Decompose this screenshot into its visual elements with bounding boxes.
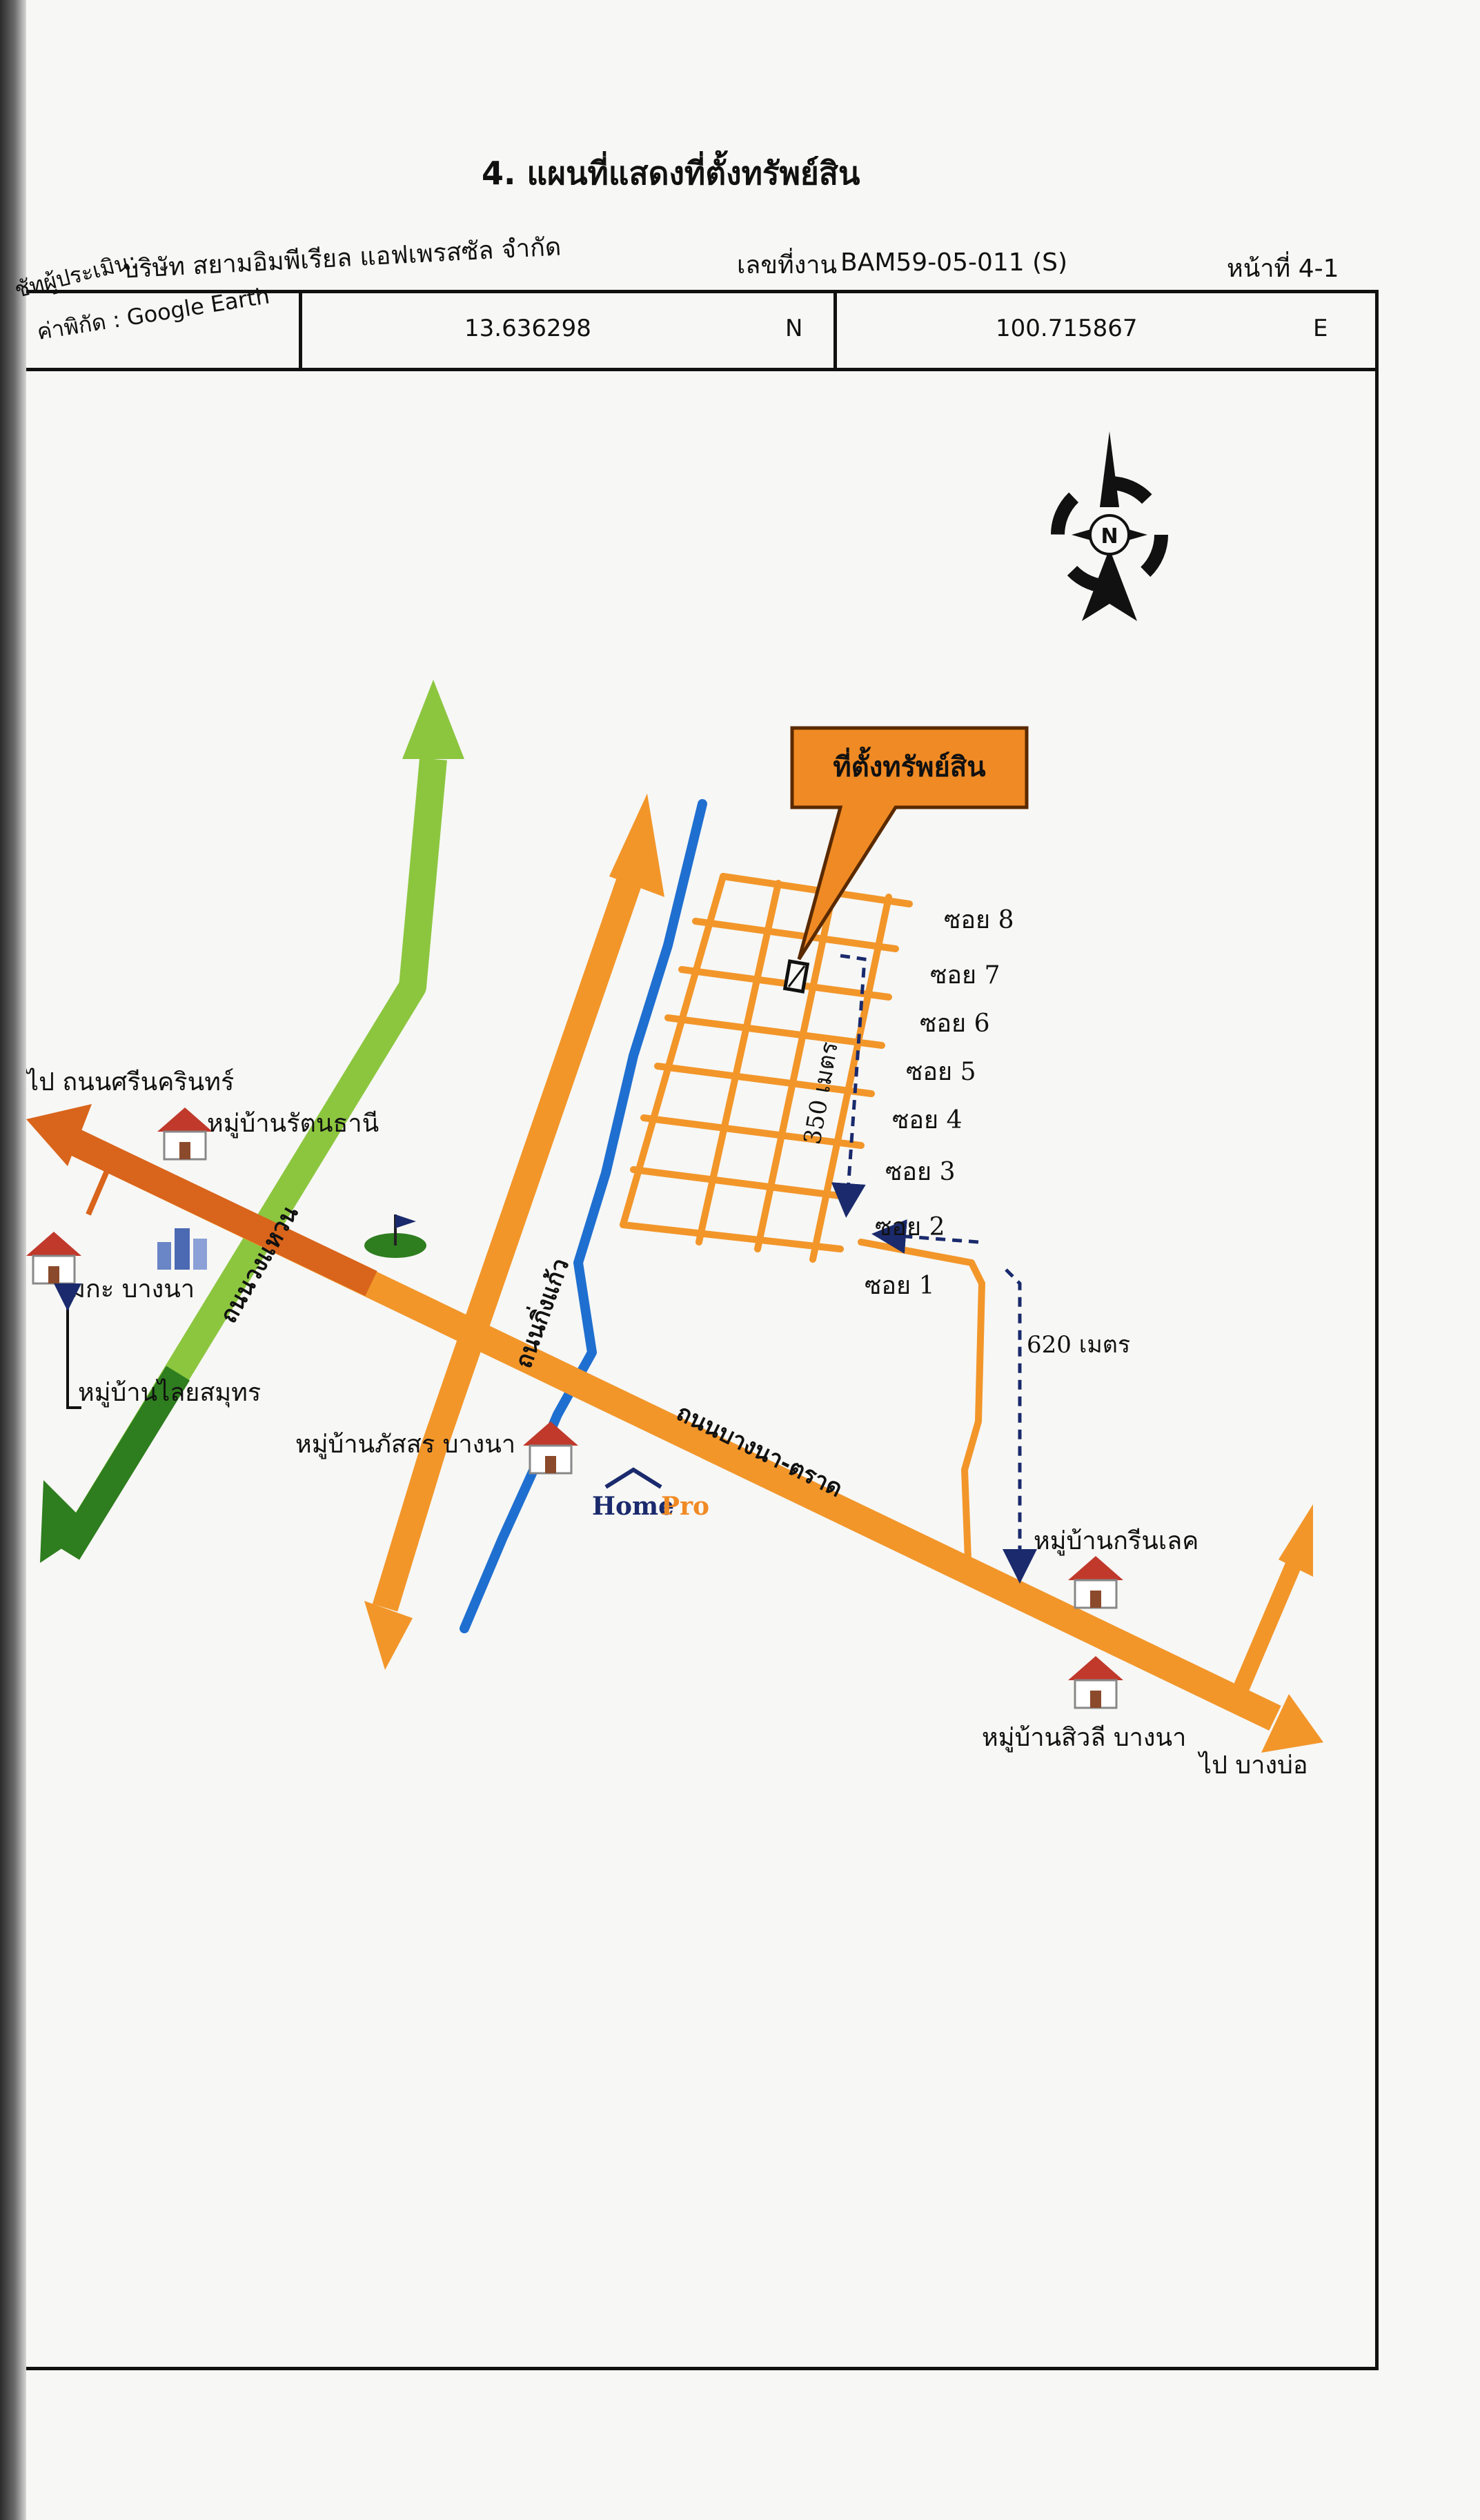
house-icon-greenlake	[1068, 1556, 1123, 1609]
latitude-value: 13.636298	[464, 315, 591, 342]
passorn-label: หมู่บ้านภัสสร บางนา	[295, 1430, 515, 1459]
kingkaew-label: ถนนกิ่งแก้ว	[506, 1254, 575, 1372]
lat-cell: 13.636298 N	[299, 290, 833, 368]
to-srinakarin-label: ไป ถนนศรีนครินทร์	[26, 1067, 234, 1096]
north-arrow-icon: N	[1051, 431, 1168, 621]
page-title: 4. แผนที่แสดงที่ตั้งทรัพย์สิน	[482, 155, 860, 192]
golf-icon	[364, 1214, 426, 1258]
laisamut-label: หมู่บ้านไลยสมุทร	[78, 1378, 261, 1408]
rattanathani-label: หมู่บ้านรัตนธานี	[207, 1110, 379, 1139]
house-icon-mega	[26, 1232, 81, 1285]
distance-620: 620 เมตร	[1027, 1331, 1130, 1359]
canal	[460, 799, 707, 1633]
longitude-dir: E	[1313, 315, 1328, 342]
soi-4-label: ซอย 4	[892, 1106, 963, 1134]
ring-road-arrow-north	[402, 680, 464, 759]
compass-letter: N	[1101, 524, 1118, 549]
longitude-value: 100.715867	[996, 315, 1138, 342]
latitude-dir: N	[785, 315, 803, 342]
soi-6-label: ซอย 6	[920, 1010, 990, 1038]
document-page: 4. แผนที่แสดงที่ตั้งทรัพย์สิน ชัทผู้ประเ…	[12, 0, 1480, 2520]
lon-cell: 100.715867 E	[833, 290, 1379, 368]
soi-5-label: ซอย 5	[906, 1058, 976, 1086]
bangna-trad-road	[26, 1104, 1323, 1753]
soi-7-label: ซอย 7	[930, 961, 1000, 990]
siwalee-label: หมู่บ้านสิวลี บางนา	[982, 1724, 1186, 1753]
homepro-logo: Home Pro	[592, 1467, 709, 1521]
location-map: ที่ตั้งทรัพย์สิน 350 เมตร 620 เมตร ซอย 8…	[26, 431, 1323, 1780]
distance-guides	[831, 954, 1037, 1584]
laisamut-pointer	[54, 1283, 81, 1409]
job-label: เลขที่งาน	[737, 251, 838, 279]
kingkaew-road	[364, 794, 664, 1670]
ring-road	[40, 680, 464, 1563]
kingkaew-arrow-north	[609, 794, 664, 897]
house-icon-passorn	[523, 1421, 578, 1475]
soi-grid	[620, 873, 986, 1563]
job-number: BAM59-05-011 (S)	[840, 248, 1068, 277]
house-icon-rattanathani	[157, 1108, 213, 1161]
bangna-arrow-west	[26, 1104, 92, 1166]
bangna-arrow-east	[1261, 1694, 1323, 1753]
house-icon-siwalee	[1068, 1656, 1123, 1709]
property-callout: ที่ตั้งทรัพย์สิน	[790, 726, 1029, 961]
homepro-pro: Pro	[661, 1492, 709, 1521]
greenlake-label: หมู่บ้านกรีนเลค	[1034, 1527, 1198, 1556]
coordinate-row: ค่าพิกัด : Google Earth 13.636298 N 100.…	[26, 282, 1379, 371]
ring-road-arrow-south	[40, 1480, 92, 1563]
soi-1-label: ซอย 1	[865, 1272, 935, 1300]
building-icon	[157, 1228, 207, 1270]
page-number: หน้าที่ 4-1	[1227, 255, 1339, 283]
soi-labels: ซอย 8 ซอย 7 ซอย 6 ซอย 5 ซอย 4 ซอย 3 ซอย …	[865, 906, 1014, 1300]
soi-3-label: ซอย 3	[885, 1158, 956, 1186]
page-binding-edge	[0, 0, 26, 2520]
kingkaew-arrow-south	[364, 1601, 413, 1670]
soi-2-label: ซอย 2	[875, 1213, 945, 1241]
map-frame	[26, 290, 1379, 2370]
homepro-home: Home	[592, 1492, 674, 1521]
soi-8-label: ซอย 8	[944, 906, 1014, 934]
mega-bangna-label: เมกะ บางนา	[61, 1275, 195, 1303]
bangbo-branch-arrow	[1279, 1504, 1313, 1577]
to-bangbo-label: ไป บางบ่อ	[1197, 1751, 1308, 1780]
callout-label: ที่ตั้งทรัพย์สิน	[833, 747, 985, 783]
